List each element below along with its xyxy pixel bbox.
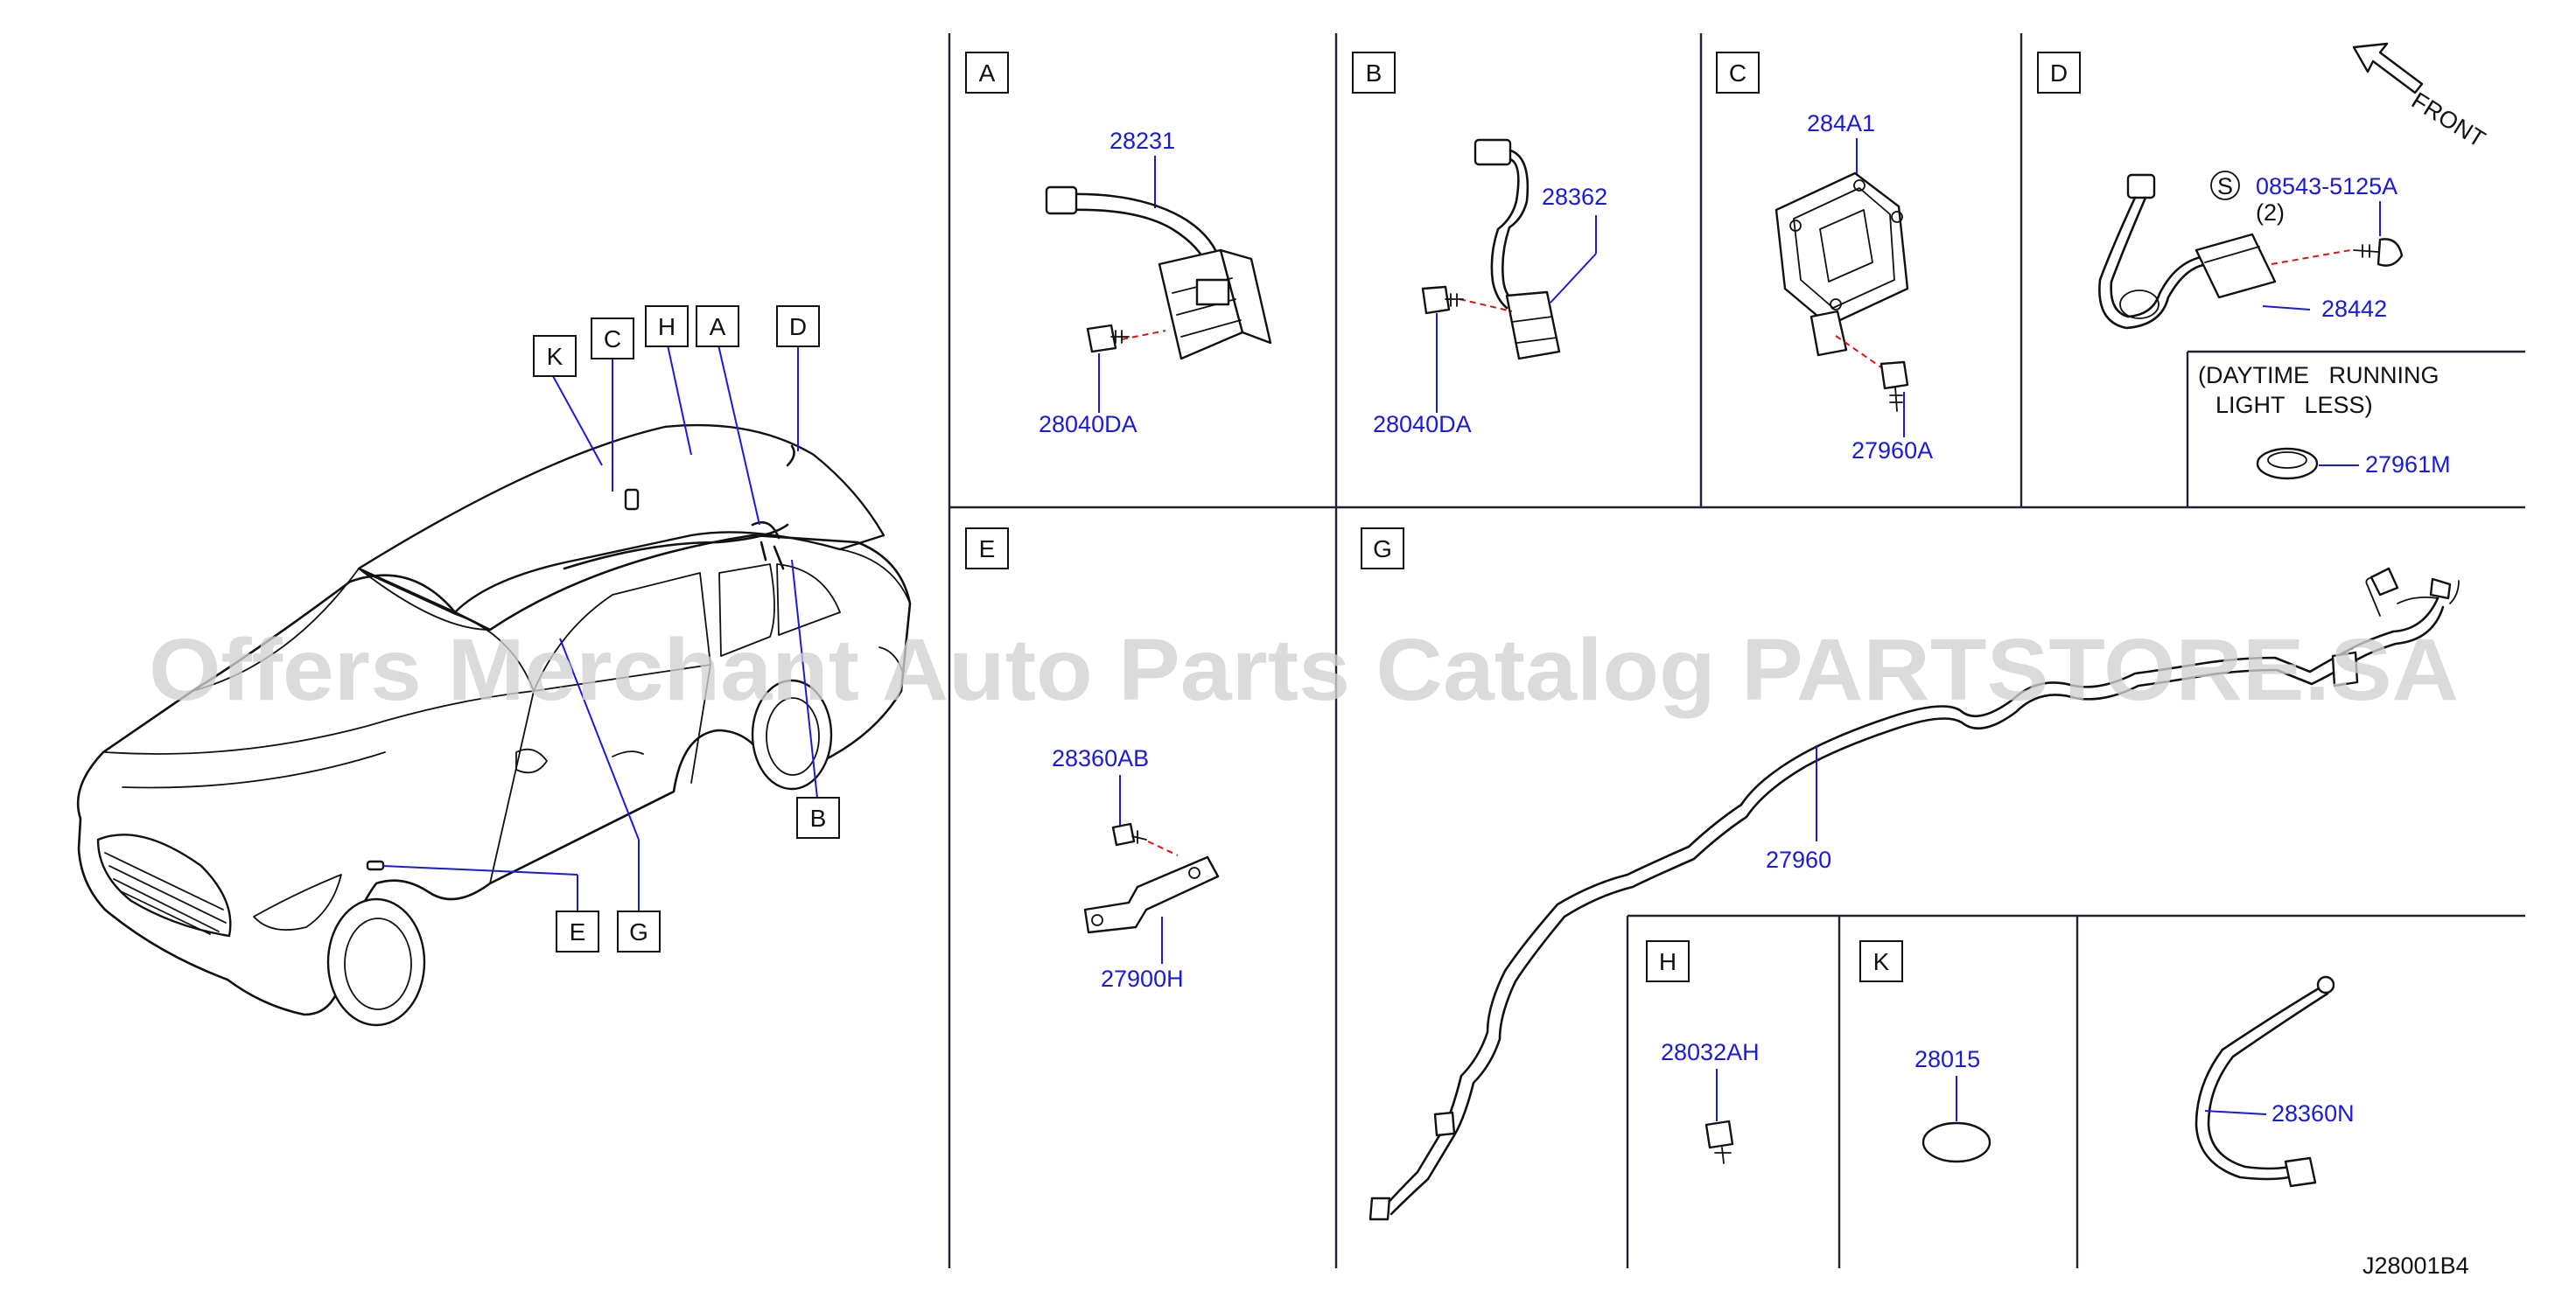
callout-E: E: [556, 911, 599, 953]
section-label-K: K: [1859, 940, 1903, 982]
part-27960A: 27960A: [1852, 437, 1933, 464]
callout-B: B: [796, 797, 840, 839]
svg-text:G: G: [629, 918, 648, 946]
section-label-G: G: [1361, 527, 1404, 569]
svg-text:E: E: [570, 918, 586, 946]
callout-K: K: [533, 335, 577, 377]
plug-28015: [1922, 1121, 1992, 1163]
callout-D: D: [776, 305, 820, 347]
part-27960: 27960: [1766, 847, 1831, 873]
section-A: A 28231 28040DA: [965, 52, 1272, 437]
note-daytime-running: (DAYTIME RUNNING: [2198, 362, 2440, 388]
screw-symbol: S: [2217, 173, 2233, 199]
part-28231: 28231: [1110, 128, 1175, 154]
svg-text:H: H: [1659, 948, 1676, 975]
svg-text:E: E: [979, 535, 996, 562]
svg-text:B: B: [810, 805, 827, 832]
svg-text:H: H: [658, 313, 676, 340]
svg-text:A: A: [710, 313, 726, 340]
section-label-A: A: [965, 52, 1009, 94]
callout-H: H: [645, 305, 689, 347]
grommet-27961M: [2256, 447, 2319, 480]
section-C: C 284A1 27960A: [1716, 52, 1933, 464]
svg-text:G: G: [1373, 535, 1392, 562]
part-28442: 28442: [2321, 296, 2387, 322]
part-28360AB: 28360AB: [1052, 745, 1149, 771]
diagram-code: J28001B4: [2362, 1253, 2469, 1279]
svg-text:A: A: [979, 59, 996, 87]
front-direction-arrow: FRONT: [2352, 42, 2490, 153]
callout-A: A: [696, 305, 739, 347]
part-27961M: 27961M: [2365, 451, 2451, 478]
callout-C: C: [591, 318, 634, 359]
section-label-B: B: [1352, 52, 1396, 94]
part-28362: 28362: [1542, 184, 1607, 210]
part-28040DA-a: 28040DA: [1039, 411, 1138, 437]
part-28015: 28015: [1914, 1046, 1980, 1072]
svg-text:K: K: [547, 343, 564, 370]
section-G: G 27960 28360N: [1361, 527, 2460, 1221]
section-label-H: H: [1646, 940, 1690, 982]
svg-text:D: D: [2050, 59, 2068, 87]
section-K: K 28015: [1859, 940, 1992, 1163]
svg-text:C: C: [1729, 59, 1746, 87]
callout-G: G: [617, 911, 661, 953]
car-overview-illustration: [76, 423, 912, 1027]
section-label-E: E: [965, 527, 1009, 569]
part-28032AH: 28032AH: [1661, 1039, 1760, 1065]
section-D: D FRONT S 08543-5125A (2) 28442 (DAYTIME…: [2037, 42, 2490, 480]
front-label: FRONT: [2407, 87, 2490, 153]
note-light-less: LIGHT LESS): [2216, 392, 2373, 418]
part-28040DA-b: 28040DA: [1373, 411, 1472, 437]
svg-text:C: C: [604, 325, 621, 352]
part-284A1: 284A1: [1807, 110, 1875, 136]
car-callouts: K C H A D B E G: [382, 305, 840, 953]
screw-quantity: (2): [2256, 199, 2285, 226]
section-grid: [948, 33, 2525, 1268]
part-08543-5125A: 08543-5125A: [2256, 173, 2398, 199]
svg-text:B: B: [1366, 59, 1382, 87]
svg-text:D: D: [789, 313, 807, 340]
section-E: E 28360AB 27900H: [965, 527, 1220, 992]
svg-text:K: K: [1873, 948, 1890, 975]
section-label-D: D: [2037, 52, 2081, 94]
watermark: Offers Merchant Auto Parts Catalog PARTS…: [149, 621, 2459, 719]
section-H: H 28032AH: [1646, 940, 1760, 1164]
part-27900H: 27900H: [1101, 966, 1184, 992]
part-28360N: 28360N: [2272, 1100, 2355, 1127]
section-B: B 28362 28040DA: [1352, 52, 1607, 437]
section-label-C: C: [1716, 52, 1760, 94]
